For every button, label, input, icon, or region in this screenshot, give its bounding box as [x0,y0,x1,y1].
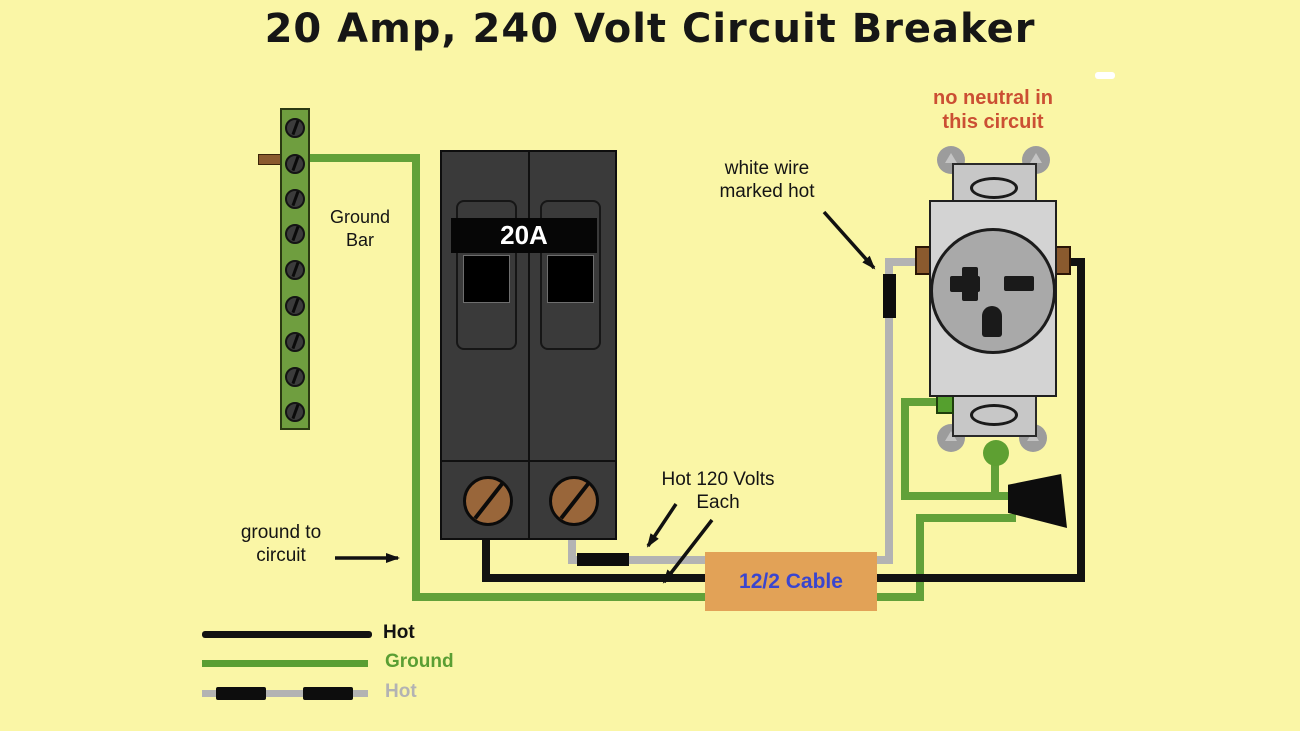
ground-pigtail-horizontal [901,398,941,406]
white-wire-riser [885,258,893,564]
white-wire-stem [568,535,576,562]
ground-bar-label: Ground Bar [329,207,391,250]
arrow-white-wire [822,210,876,270]
ground-bar-screw [285,118,305,138]
white-wire-label: white wire marked hot [719,158,815,202]
ground-bar-screw [285,224,305,244]
no-neutral-label: no neutral in this circuit [933,87,1053,133]
ground-bar-screw [285,367,305,387]
legend-swatch-marked-hot [202,690,368,697]
hot-120-label: Hot 120 Volts Each [661,469,775,513]
outlet-bottom-strap-slot [970,404,1018,426]
ground-to-circuit-label: ground to circuit [240,522,322,566]
outlet-slot-hot-right [1004,276,1034,291]
outlet-240v [880,140,1100,470]
ground-wire-from-bar [310,154,420,162]
breaker-rating: 20A [500,220,548,250]
breaker-section-line [442,460,615,462]
breaker-handle-window-right [547,255,594,303]
circuit-breaker: 20A [440,150,617,540]
hot-wire-riser [1077,258,1085,582]
diagram-title: 20 Amp, 240 Volt Circuit Breaker [264,6,1036,52]
hot-wire-stem [482,535,490,582]
ground-bar-screw [285,189,305,209]
ground-bar-screw [285,260,305,280]
legend-label-ground: Ground [385,651,454,672]
breaker-rating-band: 20A [451,218,597,253]
ground-bar-screw [285,402,305,422]
ground-pigtail-vertical [901,398,909,500]
breaker-terminal-screw-left [463,476,513,526]
legend-mark-2 [303,687,353,700]
ground-bar [280,108,310,430]
white-wire-to-terminal [891,258,919,266]
hot-wire-to-terminal [1064,258,1080,266]
hot-tape-mark-vertical [883,274,896,318]
cable-callout-box: 12/2 Cable [705,552,877,611]
outlet-top-strap-slot [970,177,1018,199]
legend-mark-1 [216,687,266,700]
breaker-handle-right [540,200,601,350]
legend-swatch-hot [202,631,372,638]
ground-screw [983,440,1009,466]
cable-label: 12/2 Cable [739,569,843,593]
ground-bar-screw [285,154,305,174]
outlet-slot-hot-left-tab [962,267,978,301]
ground-wire-to-nut [916,514,1016,522]
legend-label-marked-hot: Hot [385,681,417,702]
legend-label-hot: Hot [383,622,415,643]
ground-wire-bottom-run [412,593,924,601]
outlet-slot-ground [982,306,1002,337]
breaker-divider [528,152,530,538]
breaker-handle-left [456,200,517,350]
ground-pigtail-to-nut [901,492,1013,500]
breaker-terminal-screw-right [549,476,599,526]
white-dash [1095,72,1115,79]
hot-tape-mark-horizontal [577,553,629,566]
legend-swatch-ground [202,660,368,667]
ground-screw-stem [991,460,999,498]
ground-wire-riser [916,514,924,601]
outlet-hot-terminal-right [1055,246,1071,275]
wire-nut [1008,474,1067,528]
ground-bar-screw [285,296,305,316]
ground-bar-screw [285,332,305,352]
ground-wire-vertical [412,154,420,601]
breaker-handle-window-left [463,255,510,303]
